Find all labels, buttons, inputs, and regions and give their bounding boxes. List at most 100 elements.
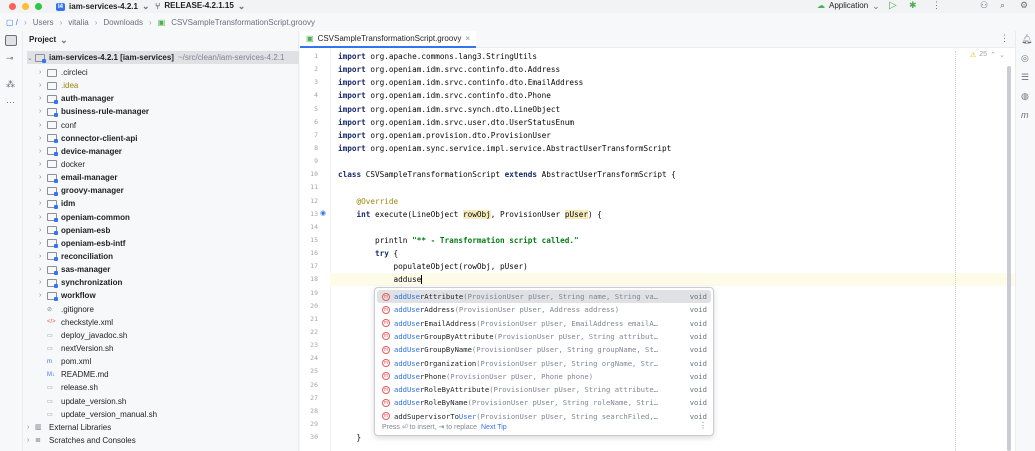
tree-item-label: reconciliation — [61, 251, 114, 261]
name-rest: rEmailAddress — [419, 318, 477, 328]
tree-item[interactable]: ›openiam-common — [39, 211, 130, 224]
run-icon[interactable]: ▷ — [889, 0, 897, 11]
tree-item[interactable]: ›connector-client-api — [39, 132, 137, 145]
line-number: 17 — [310, 262, 318, 271]
tree-item[interactable]: ›workflow — [39, 289, 96, 302]
tree-item[interactable]: ›openiam-esb-intf — [39, 237, 125, 250]
chevron-right-icon: › — [27, 436, 30, 444]
tree-item[interactable]: ▭update_version_manual.sh — [39, 408, 157, 421]
method-icon: m — [382, 372, 390, 381]
tree-item[interactable]: ›groovy-manager — [39, 184, 124, 197]
chevron-down-icon[interactable]: ⌄ — [998, 52, 1005, 59]
tree-root-name: iam-services-4.2.1 [iam-services] — [49, 53, 174, 62]
project-tool-icon[interactable] — [5, 35, 17, 46]
tree-item[interactable]: ⊘.gitignore — [39, 303, 94, 316]
code-token: import — [338, 143, 366, 153]
search-icon[interactable]: ⌕ — [1000, 0, 1006, 10]
project-root-icon[interactable]: ▢ / — [6, 18, 19, 27]
branch-switcher[interactable]: ⑂RELEASE-4.2.1.15⌄ — [155, 1, 245, 12]
tree-item[interactable]: ›sas-manager — [39, 263, 110, 276]
close-window-button[interactable] — [9, 3, 16, 10]
tree-item[interactable]: ›.idea — [39, 79, 78, 92]
line-number: 1 — [314, 52, 318, 60]
popup-options-icon[interactable]: ⋮ — [699, 421, 707, 430]
breadcrumb-item[interactable]: vitalia — [68, 18, 89, 27]
tree-item[interactable]: ›openiam-esb — [39, 224, 110, 237]
minimize-window-button[interactable] — [22, 3, 29, 10]
breadcrumb-item[interactable]: CSVSampleTransformationScript.groovy — [171, 18, 315, 27]
inspection-widget[interactable]: ⚠25⌃⌄ — [970, 51, 1005, 59]
module-folder-icon — [35, 53, 46, 63]
tab-options-icon[interactable]: ⋮ — [1000, 33, 1009, 43]
tree-item[interactable]: ›docker — [39, 158, 85, 171]
more-icon[interactable]: ⋮ — [932, 0, 941, 10]
breadcrumb-item[interactable]: Downloads — [103, 18, 143, 27]
code-line: import org.apache.commons.lang3.StringUt… — [338, 50, 537, 63]
tree-item[interactable]: ›business-rule-manager — [39, 105, 149, 118]
debug-icon[interactable]: ✱ — [909, 0, 917, 10]
tree-item[interactable]: ›idm — [39, 197, 75, 210]
vertical-scrollbar[interactable] — [1007, 66, 1011, 451]
tree-item[interactable]: ▭update_version.sh — [39, 395, 126, 408]
maximize-window-button[interactable] — [35, 3, 42, 10]
tree-item[interactable]: ▭nextVersion.sh — [39, 342, 113, 355]
tree-item-label: connector-client-api — [61, 133, 138, 143]
code-token: populateObject(rowObj, pUser) — [338, 262, 528, 272]
chevron-up-icon[interactable]: ⌃ — [990, 52, 996, 59]
tree-item[interactable]: ›auth-manager — [39, 92, 114, 105]
override-gutter-icon[interactable]: ◉ — [320, 209, 327, 217]
project-panel-header[interactable]: Project⌄ — [29, 35, 68, 46]
code-token: AbstractUserTransformScript { — [537, 170, 676, 180]
tree-item[interactable]: ▭deploy_javadoc.sh — [39, 329, 127, 342]
chevron-right-icon: › — [39, 69, 42, 76]
tree-item[interactable]: ›≣Scratches and Consoles — [27, 434, 136, 447]
project-switcher[interactable]: I4 iam-services-4.2.1⌄ — [56, 1, 150, 12]
next-tip-link[interactable]: Next Tip — [481, 424, 507, 431]
tree-item[interactable]: </>checkstyle.xml — [39, 316, 113, 329]
line-number: 13 — [310, 209, 318, 218]
notifications-icon[interactable]: 🔔︎ — [1021, 34, 1033, 44]
tree-item[interactable]: M↓README.md — [39, 368, 109, 381]
tree-item[interactable]: ›conf — [39, 119, 76, 132]
tree-item[interactable]: ›device-manager — [39, 145, 122, 158]
database-icon[interactable]: ☰ — [1021, 72, 1030, 82]
ai-assistant-icon[interactable]: ◎ — [1021, 53, 1029, 63]
chevron-down-icon: ⌄ — [237, 1, 246, 11]
structure-icon[interactable]: ⁂ — [6, 79, 15, 89]
completion-name: addUserOrganization — [394, 359, 476, 368]
tree-item[interactable]: ›synchronization — [39, 276, 122, 289]
code-token: } — [338, 433, 362, 443]
run-config-selector[interactable]: ☁Application⌄ — [817, 1, 880, 12]
completion-params: (ProvisionUser pUser, String roleName, S… — [467, 398, 658, 408]
tree-item[interactable]: ▭release.sh — [39, 381, 98, 394]
tree-item[interactable]: ›▥External Libraries — [27, 421, 111, 434]
maven-icon[interactable]: m — [1021, 110, 1029, 120]
settings-icon[interactable]: ⚙ — [1020, 0, 1029, 10]
tree-item[interactable]: ›reconciliation — [39, 250, 113, 263]
tree-item[interactable]: ›.circleci — [39, 66, 88, 79]
commit-icon[interactable]: ⊸ — [6, 53, 14, 63]
match-part: addUse — [394, 292, 420, 301]
close-tab-icon[interactable]: × — [465, 34, 470, 43]
tree-item[interactable]: ⌄iam-services-4.2.1 [iam-services]~/src/… — [27, 51, 299, 64]
endpoints-icon[interactable]: ◍ — [1021, 91, 1029, 101]
code-line: int execute(LineObject rowObj, Provision… — [338, 208, 602, 221]
code-token — [338, 210, 357, 219]
more-tools-icon[interactable]: ⋯ — [6, 97, 15, 107]
tree-item[interactable]: ›email-manager — [39, 171, 117, 184]
breadcrumb-item[interactable]: Users — [32, 18, 54, 27]
chevron-right-icon: › — [39, 160, 42, 168]
add-user-icon[interactable]: ⚇ — [980, 0, 989, 10]
